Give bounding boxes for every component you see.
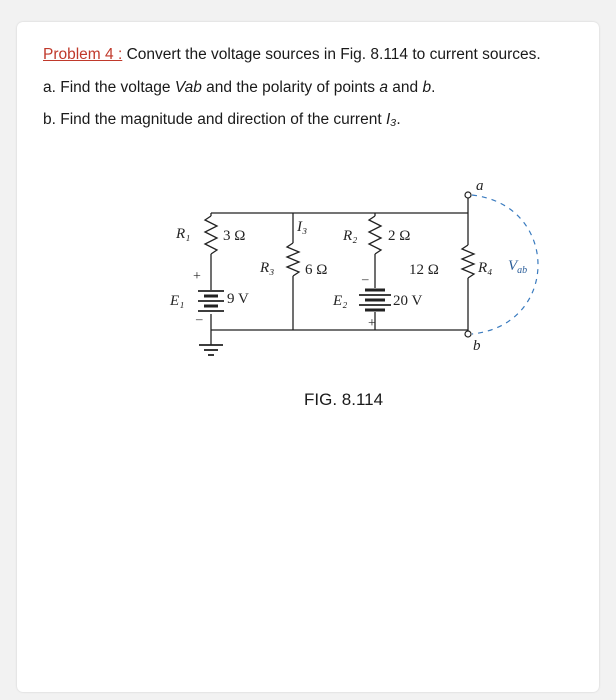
part-b-end: . — [396, 111, 401, 128]
e2-value: 20 V — [393, 293, 422, 309]
terminal-a — [464, 191, 472, 199]
problem-heading: Problem 4 : Convert the voltage sources … — [43, 46, 541, 64]
e2-minus-sign: – — [361, 271, 369, 286]
r2-value: 2 Ω — [388, 228, 410, 244]
part-a: a. Find the voltage Vab and the polarity… — [43, 79, 435, 97]
problem-title: Problem 4 : — [43, 46, 123, 63]
r1-label: R₁ — [175, 226, 190, 242]
part-a-and: and — [388, 79, 423, 96]
part-b-prefix: b. Find the magnitude and direction of t… — [43, 111, 386, 128]
node-a-label: a — [476, 178, 484, 194]
part-b: b. Find the magnitude and direction of t… — [43, 111, 401, 129]
r3-label: R₃ — [259, 260, 274, 276]
part-a-prefix: a. Find the voltage — [43, 79, 175, 96]
part-b-var: I₃ — [385, 111, 397, 128]
e1-plus-sign: + — [193, 269, 201, 284]
figure-caption: FIG. 8.114 — [304, 390, 383, 409]
part-a-point-a: a — [379, 79, 388, 96]
e2-battery — [359, 288, 391, 312]
e1-value: 9 V — [227, 291, 249, 307]
e2-label: E₂ — [332, 293, 347, 309]
vab-label: Vab — [508, 258, 527, 276]
part-a-mid: and the polarity of points — [201, 79, 380, 96]
r3-value: 6 Ω — [305, 262, 327, 278]
r2-resistor — [367, 215, 383, 255]
ground-symbol — [199, 344, 223, 356]
part-a-end: . — [431, 79, 436, 96]
node-b-label: b — [473, 338, 481, 354]
r1-value: 3 Ω — [223, 228, 245, 244]
terminal-b — [464, 330, 472, 338]
r2-label: R₂ — [342, 228, 357, 244]
r3-resistor — [285, 242, 301, 277]
r4-value: 12 Ω — [409, 262, 439, 278]
e1-battery — [198, 290, 224, 312]
problem-statement: Convert the voltage sources in Fig. 8.11… — [122, 46, 541, 63]
r4-label: R₄ — [477, 260, 492, 276]
e2-plus-sign: + — [368, 316, 376, 331]
vab-sub: ab — [517, 265, 527, 276]
r1-resistor — [203, 215, 219, 255]
r4-resistor — [460, 244, 476, 279]
problem-card: Problem 4 : Convert the voltage sources … — [17, 22, 599, 692]
part-a-point-b: b — [422, 79, 432, 96]
e1-label: E₁ — [169, 293, 184, 309]
vab-v: V — [508, 258, 519, 274]
e1-minus-sign: – — [195, 311, 203, 326]
vab-dashed-arc — [471, 194, 539, 335]
part-a-var: Vab — [174, 79, 202, 96]
i3-label: I₃ — [296, 219, 307, 235]
